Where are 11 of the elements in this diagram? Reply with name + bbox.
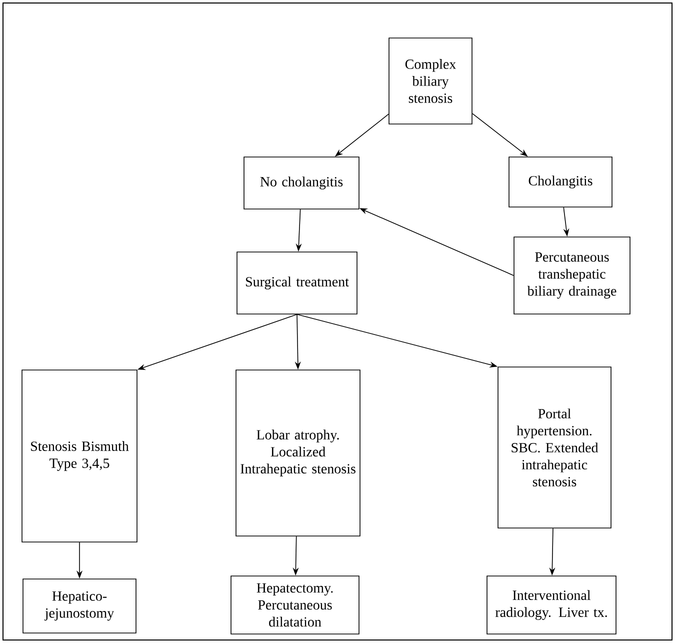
process-box: Portal hypertension. SBC. Extended intrahepatic stenosis (498, 366, 612, 528)
process-box: Stenosis Bismuth Type 3,4,5 (22, 370, 138, 542)
process-box: Lobar atrophy. Localized Intrahepatic stenosis (236, 370, 360, 536)
process-box: Complex biliary stenosis (388, 38, 472, 124)
process-box: Interventional radiology. Liver tx. (486, 576, 616, 634)
process-box: Hepatico-jejunostomy (22, 578, 136, 634)
process-box: Hepatectomy. Percutaneous dilatation (230, 576, 360, 634)
process-box: Cholangitis (508, 156, 612, 208)
process-box: Percutaneous transhepatic biliary drainage (514, 236, 630, 314)
process-box: Surgical treatment (236, 252, 358, 314)
process-box: No cholangitis (244, 156, 360, 210)
